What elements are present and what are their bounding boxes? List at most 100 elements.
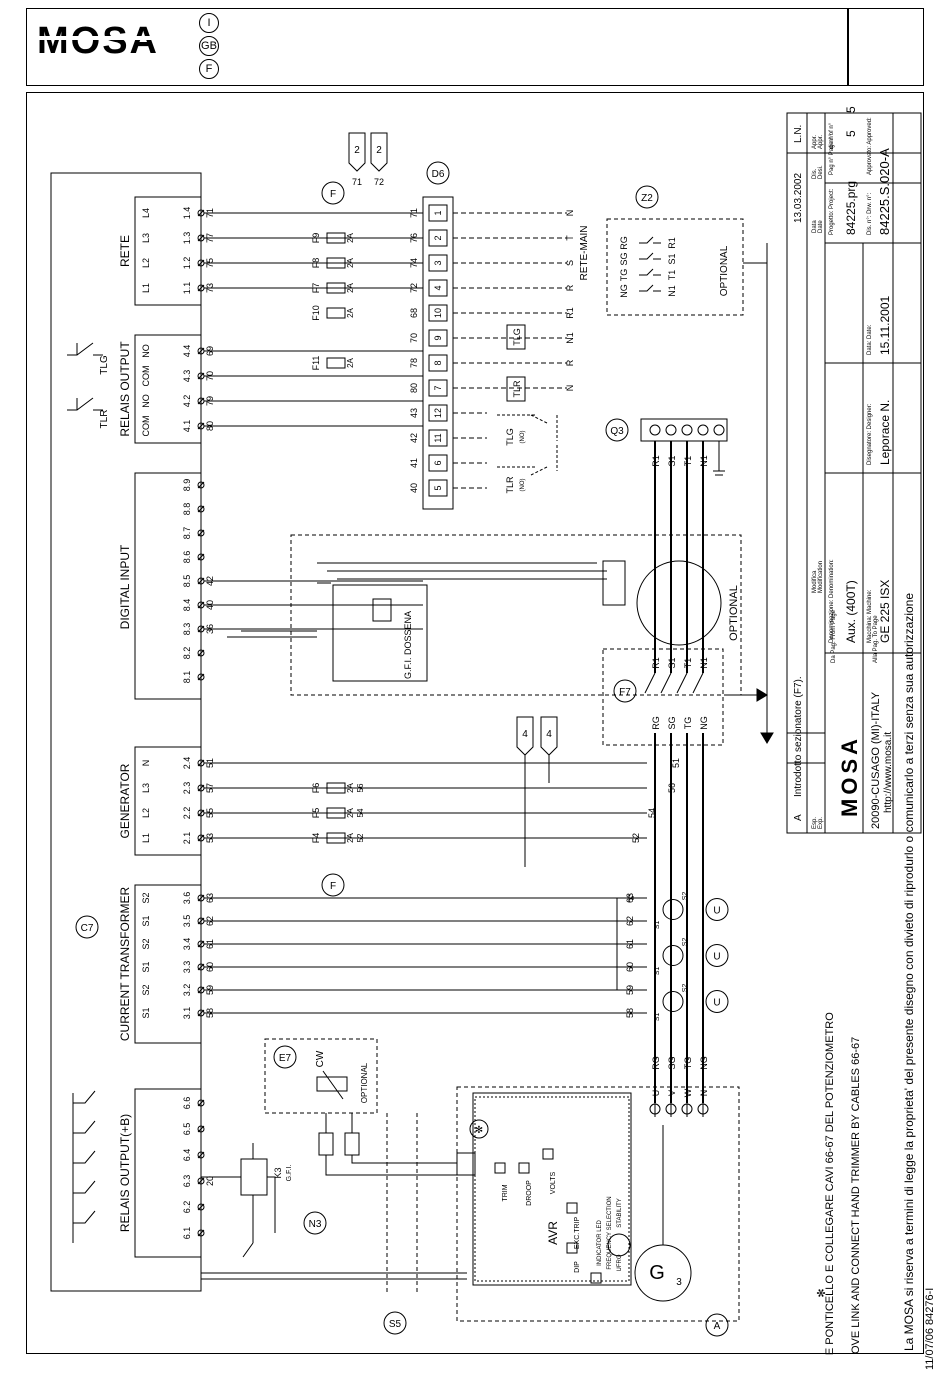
fuse-rating: 2A: [346, 307, 355, 317]
terminal-number: 8.2: [182, 647, 192, 660]
arrow-refs-top: 2 2 71 72: [348, 132, 388, 187]
notes: ✻ - TOGLIERE PONTICELLO E COLLEGARE CAVI…: [816, 1012, 862, 1387]
gen-terminal: [697, 1103, 709, 1115]
terminal-number: 2.4: [182, 757, 192, 770]
tlg-contact: TLG: [505, 428, 515, 446]
svg-text:Denominazione: Denomination:: Denominazione: Denomination:: [829, 559, 835, 643]
gen-wire-label: SG: [667, 1056, 677, 1069]
terminal-mark: [197, 1229, 205, 1237]
terminal-pin: S1: [141, 1007, 151, 1018]
z2-left-label: SG: [619, 252, 629, 265]
e7-trimmer: E7 CW OPTIONAL: [264, 1038, 467, 1176]
terminal-dot: [197, 553, 205, 561]
fuse-rating: 2A: [346, 832, 355, 842]
terminal-number: 2.2: [182, 807, 192, 820]
d6-terminal: [428, 379, 448, 397]
svg-text:F: F: [330, 881, 336, 892]
terminal-pin: S2: [141, 892, 151, 903]
svg-text:AVR: AVR: [546, 1221, 560, 1245]
d6-line-label: T: [565, 235, 575, 241]
svg-text:Da Pag. From Page: Da Pag. From Page: [831, 609, 837, 663]
fuse: [326, 832, 346, 844]
d6-terminal-number: 2: [433, 235, 443, 240]
svg-text:TRIM: TRIM: [502, 1184, 509, 1201]
f7-switch: F7: [602, 648, 768, 746]
terminal-dot: [197, 1177, 205, 1185]
f7-left-label: RG: [651, 716, 661, 730]
terminal-number: 3.1: [182, 1007, 192, 1020]
terminal-dot: [197, 1203, 205, 1211]
date-value: 15.11.2001: [878, 296, 892, 355]
svg-text:EXC.TRIP: EXC.TRIP: [574, 1217, 581, 1250]
svg-text:Exp.: Exp.: [818, 817, 824, 829]
terminal-number: 8.5: [182, 575, 192, 588]
fuse-name: F6: [311, 783, 321, 794]
group-title-relais: RELAIS OUTPUT: [118, 341, 132, 437]
d6-terminal-number: 6: [433, 460, 443, 465]
footer-code: 11/07/06 84276-I: [924, 1287, 936, 1370]
ct-wire-number: 58: [625, 1008, 635, 1018]
terminal-mark: [197, 894, 205, 902]
ct-wire-number: 59: [625, 985, 635, 995]
terminal-mark: [197, 834, 205, 842]
ct-symbol: [705, 990, 729, 1013]
avr-unit: AVR TRIM DROOP VOLTS EXC.TRIP DIP INDICA…: [456, 1086, 740, 1337]
terminal-number: 8.1: [182, 671, 192, 684]
terminal-dot: [197, 1151, 205, 1159]
svg-text:Appr.: Appr.: [818, 135, 824, 149]
note-it: - TOGLIERE PONTICELLO E COLLEGARE CAVI 6…: [824, 1012, 836, 1355]
d6-terminal-number: 4: [433, 285, 443, 290]
wire-number: 20: [205, 1176, 215, 1186]
svg-text:72: 72: [374, 177, 384, 187]
terminal-number: 8.3: [182, 623, 192, 636]
terminal-pin: NO: [141, 344, 151, 358]
title-logo: MOSA: [837, 735, 862, 817]
terminal-mark: [197, 577, 205, 585]
d6-terminal: [428, 254, 448, 272]
terminal-number: 2.3: [182, 782, 192, 795]
terminal-number: 3.3: [182, 961, 192, 974]
terminal-number: 3.2: [182, 984, 192, 997]
lang-badge-gb: GB: [199, 36, 219, 56]
d6-terminal: [428, 454, 448, 472]
f7-left-label: NG: [699, 716, 709, 730]
group-title-relais-b: RELAIS OUTPUT(+B): [118, 1114, 132, 1232]
fuse: [326, 807, 346, 819]
terminal-mark: [197, 529, 205, 537]
terminal-number: 2.1: [182, 832, 192, 845]
gen-wire-label: RG: [651, 1056, 661, 1070]
terminal-number: 6.2: [182, 1201, 192, 1214]
svg-text:Q3: Q3: [610, 426, 624, 437]
n3-relay: N3 K3 G.F.I.: [201, 1143, 327, 1258]
terminal-number: 3.4: [182, 938, 192, 951]
svg-text:INDICATOR LED: INDICATOR LED: [597, 1219, 603, 1265]
fuse: [326, 232, 346, 244]
q3-connector: Q3: [605, 418, 728, 476]
terminal-mark: [197, 209, 205, 217]
d6-wire-number: 80: [409, 383, 419, 393]
terminal-pin: S1: [141, 915, 151, 926]
terminal-mark: [197, 673, 205, 681]
terminal-pin: L3: [141, 233, 151, 243]
d6-terminal: [428, 304, 448, 322]
header-divider: [847, 9, 849, 85]
d6-terminal: [428, 404, 448, 422]
z2-switch: Z2: [606, 185, 774, 744]
terminal-pin: L1: [141, 833, 151, 843]
svg-text:Alla Pag. To Page: Alla Pag. To Page: [873, 615, 879, 663]
svg-text:Macchina: Machine:: Macchina: Machine:: [867, 589, 873, 643]
terminal-number: 8.6: [182, 551, 192, 564]
ct-coil: [662, 945, 684, 966]
terminal-mark: [197, 234, 205, 242]
fuse: [326, 307, 346, 319]
svg-text:F7: F7: [619, 687, 631, 698]
fuse-name: F8: [311, 258, 321, 269]
fuse-name: F4: [311, 833, 321, 844]
svg-text:3: 3: [676, 1277, 682, 1288]
svg-text:TLG: TLG: [512, 328, 522, 346]
d6-terminal-number: 10: [433, 308, 443, 318]
fuse: [326, 257, 346, 269]
